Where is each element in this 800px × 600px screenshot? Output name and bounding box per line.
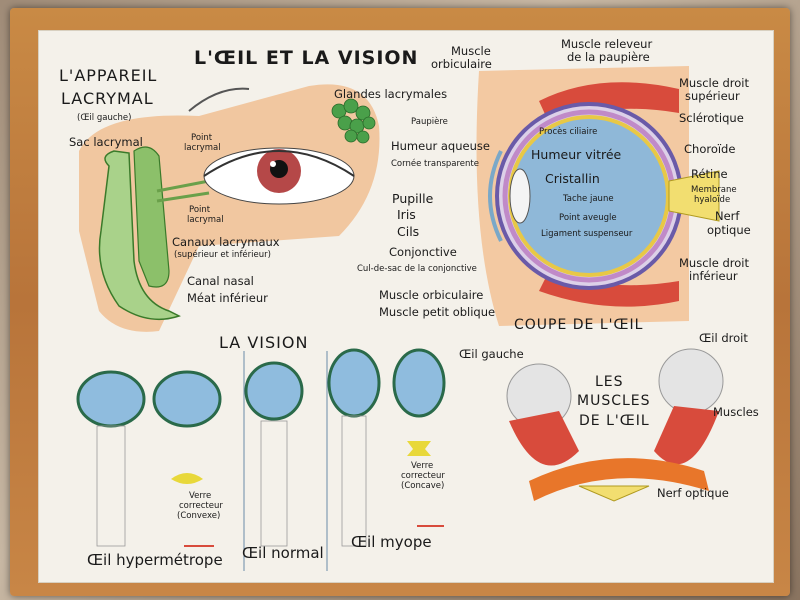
label-nerf-optique: Nerf optique — [657, 486, 729, 500]
label-tache: Tache jaune — [563, 194, 614, 204]
label-point-bottom-1: Point — [189, 205, 211, 215]
coupe-heading: COUPE DE L'ŒIL — [514, 317, 644, 333]
poster-illustrations — [76, 66, 724, 571]
label-droit-inf-1: Muscle droit — [679, 256, 749, 270]
label-conjonctive: Conjonctive — [389, 245, 457, 259]
label-canaux: Canaux lacrymaux — [172, 235, 280, 249]
label-glandes: Glandes lacrymales — [334, 87, 448, 101]
label-retine: Rétine — [691, 167, 728, 181]
label-nerf-2: optique — [707, 223, 751, 237]
poster-title: L'ŒIL ET LA VISION — [194, 47, 419, 69]
label-myope: Œil myope — [351, 533, 432, 551]
muscles-title-3: DE L'ŒIL — [579, 413, 650, 429]
nerf-optique-shape — [668, 170, 720, 222]
label-meat: Méat inférieur — [187, 291, 268, 305]
label-point-aveugle: Point aveugle — [559, 213, 617, 223]
label-proces: Procès ciliaire — [539, 127, 598, 137]
cornea — [488, 150, 503, 242]
muscles-diagram — [506, 348, 724, 502]
label-point-bottom-2: lacrymal — [187, 215, 224, 225]
label-orbiculaire-bas: Muscle orbiculaire — [379, 288, 484, 302]
vision-heading: LA VISION — [219, 333, 309, 352]
label-oeil-gauche: Œil gauche — [459, 347, 524, 361]
label-hypermetrope: Œil hypermétrope — [87, 551, 223, 569]
label-point-top-2: lacrymal — [184, 143, 221, 153]
nasal-canal — [98, 150, 181, 321]
lacrymal-heading-1: L'APPAREIL — [59, 66, 158, 85]
label-sclerotique: Sclérotique — [679, 111, 744, 125]
verre-2-a: Verre — [411, 461, 434, 471]
label-cristallin: Cristallin — [545, 171, 600, 186]
glandes-cluster — [331, 98, 376, 144]
label-pupille: Pupille — [392, 191, 434, 206]
label-cul-de-sac: Cul-de-sac de la conjonctive — [357, 264, 477, 274]
lacrymal-subtitle: (Œil gauche) — [77, 113, 132, 123]
anatomy-poster: L'ŒIL ET LA VISION L'APPAREIL LACRYMAL (… — [38, 30, 774, 583]
lens — [509, 168, 531, 224]
label-droit-sup-1: Muscle droit — [679, 76, 749, 90]
label-muscle-orbiculaire-1: Muscle — [451, 44, 491, 58]
label-oeil-droit: Œil droit — [699, 331, 748, 345]
verre-1-b: correcteur — [179, 501, 223, 511]
label-petit-oblique: Muscle petit oblique — [379, 305, 496, 319]
lacrymal-heading-2: LACRYMAL — [61, 89, 154, 108]
label-humeur-vitree: Humeur vitrée — [531, 147, 622, 162]
label-choroide: Choroïde — [684, 142, 736, 156]
label-membrane-2: hyaloïde — [694, 195, 731, 205]
sac-lacrymal-shape — [133, 146, 170, 288]
label-sac-lacrymal: Sac lacrymal — [69, 135, 143, 149]
label-droit-sup-2: supérieur — [685, 89, 740, 103]
verre-2-b: correcteur — [401, 471, 445, 481]
vision-diagrams — [76, 348, 446, 571]
verre-1-c: (Convexe) — [177, 511, 221, 521]
label-nerf-1: Nerf — [715, 209, 740, 223]
label-cornee: Cornée transparente — [391, 159, 479, 169]
label-muscles: Muscles — [713, 405, 759, 419]
label-muscle-orbiculaire-2: orbiculaire — [431, 57, 492, 71]
label-paupiere: Paupière — [411, 117, 448, 127]
label-membrane-1: Membrane — [691, 185, 737, 195]
label-droit-inf-2: inférieur — [689, 269, 738, 283]
verre-1-a: Verre — [189, 491, 212, 501]
label-ligament: Ligament suspenseur — [541, 229, 633, 239]
label-iris: Iris — [397, 207, 416, 222]
label-humeur-aqueuse: Humeur aqueuse — [391, 139, 490, 153]
label-releveur-1: Muscle releveur — [561, 37, 653, 51]
label-canal-nasal: Canal nasal — [187, 274, 254, 288]
muscles-title-2: MUSCLES — [577, 393, 651, 409]
label-canaux-sub: (supérieur et inférieur) — [174, 250, 271, 260]
label-releveur-2: de la paupière — [567, 50, 650, 64]
label-point-top-1: Point — [191, 133, 213, 143]
muscles-title-1: LES — [595, 374, 624, 390]
eyebrow — [188, 87, 250, 112]
label-normal: Œil normal — [242, 544, 324, 562]
verre-2-c: (Concave) — [401, 481, 445, 491]
label-cils: Cils — [397, 224, 420, 239]
